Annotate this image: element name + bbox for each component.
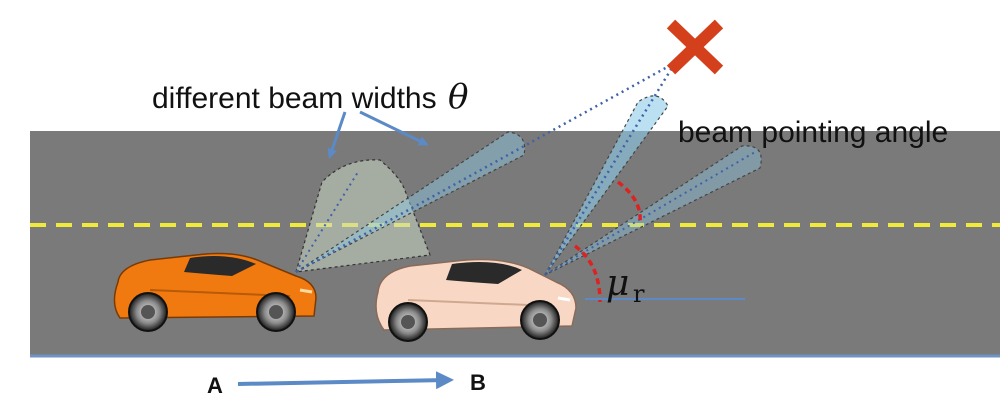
point-a-label: A bbox=[207, 373, 223, 398]
mu-subscript: r bbox=[633, 280, 645, 308]
pointing-beam-lobe-2 bbox=[544, 145, 762, 276]
pointing-angle-label: beam pointing angle bbox=[678, 116, 948, 149]
beam-axis-wide bbox=[295, 171, 359, 273]
callout-arrow-left bbox=[327, 111, 347, 159]
point-b-label: B bbox=[470, 370, 486, 395]
sports-car-icon bbox=[113, 252, 317, 332]
beam-axis-to-target bbox=[295, 58, 681, 274]
beam-axis-b1 bbox=[543, 57, 680, 276]
wide-beam-lobe bbox=[295, 159, 431, 273]
beam-axis-b2 bbox=[544, 151, 756, 276]
sports-car-icon bbox=[375, 258, 577, 342]
pointing-beam-lobe-1 bbox=[544, 95, 669, 276]
angle-arc-large bbox=[573, 244, 602, 303]
theta-symbol: θ bbox=[448, 77, 468, 117]
narrow-beam-lobe bbox=[295, 131, 526, 273]
direction-arrow bbox=[237, 371, 454, 390]
mu-symbol: μ bbox=[606, 263, 629, 304]
callout-arrow-right bbox=[359, 110, 429, 146]
beam-widths-label: different beam widths bbox=[152, 82, 437, 115]
cross-icon bbox=[666, 19, 724, 75]
angle-arc-small bbox=[616, 180, 642, 223]
